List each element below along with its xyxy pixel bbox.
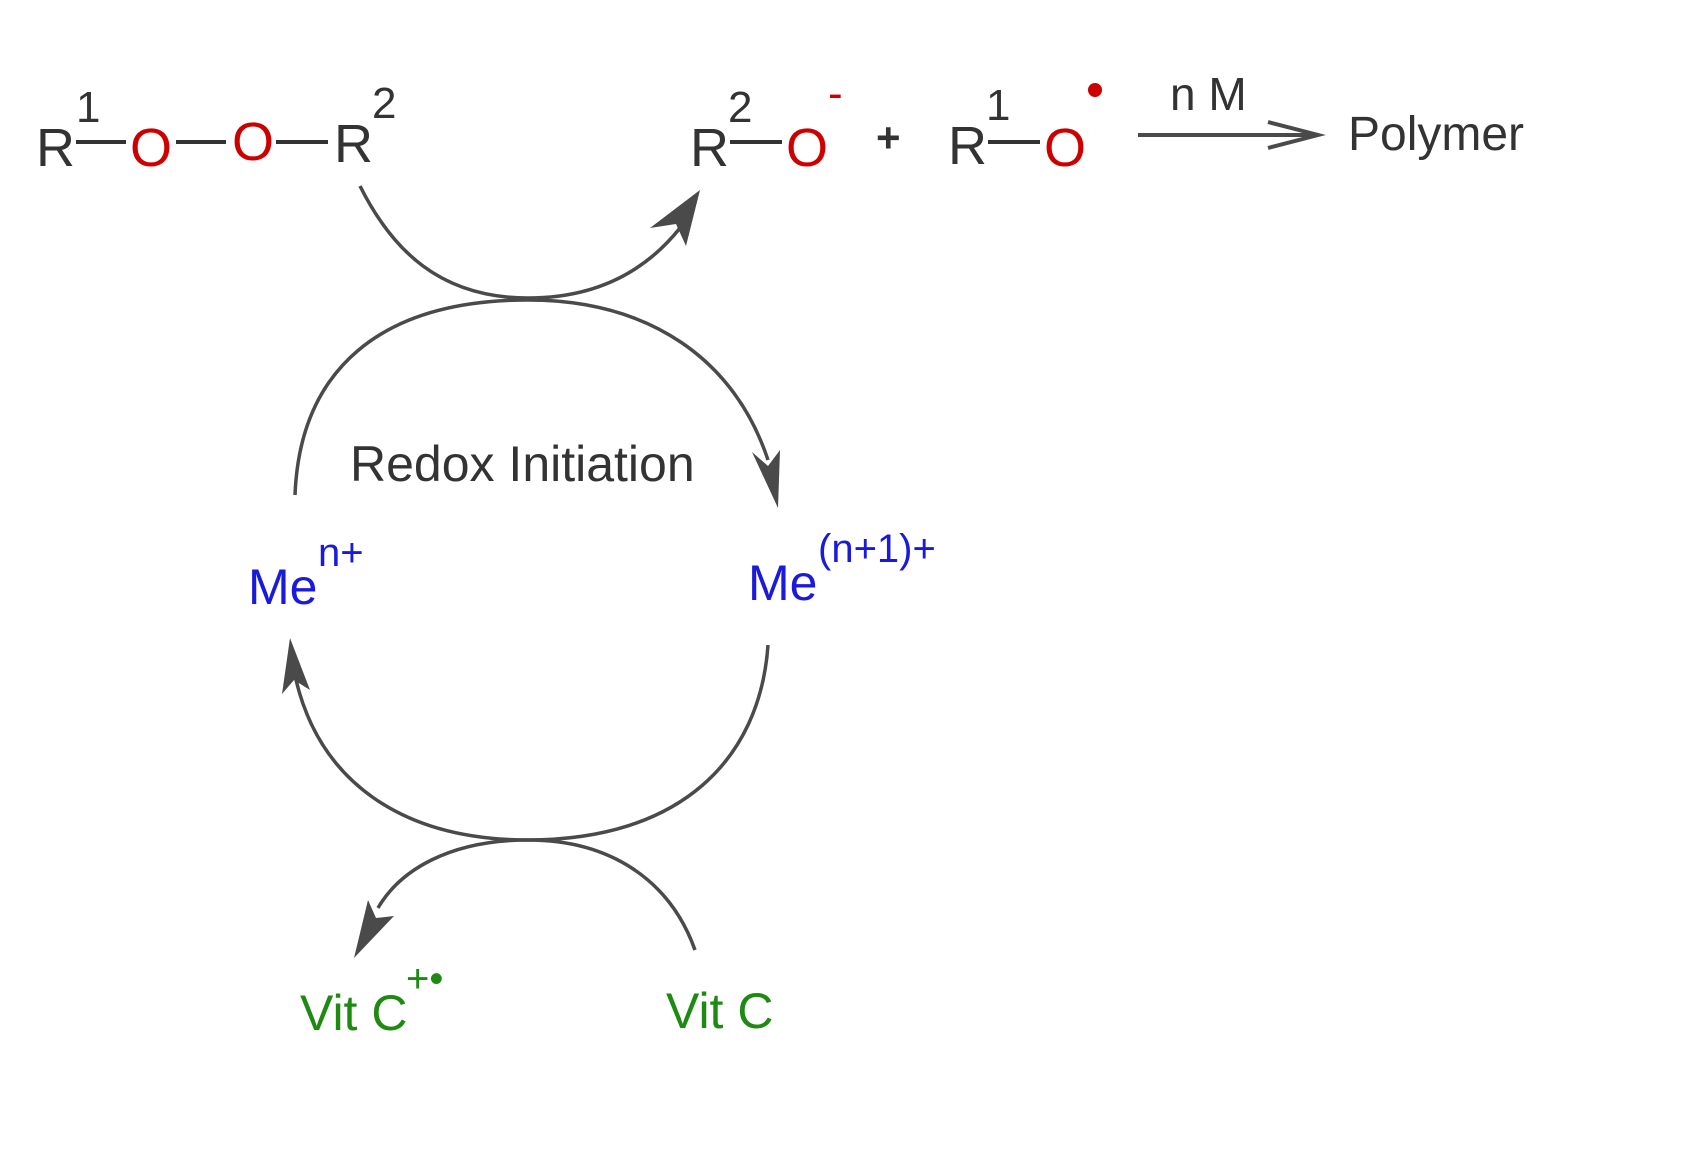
peroxide-to-anion-arc xyxy=(358,185,682,300)
monomer-label: n M xyxy=(1170,68,1247,120)
vitc-oxidized: Vit C +• xyxy=(300,957,443,1041)
r2-atom: R xyxy=(334,114,373,174)
anion-arrowhead xyxy=(650,190,700,246)
anion-charge: - xyxy=(828,69,843,118)
anion-r-superscript: 2 xyxy=(728,83,752,132)
metal-reduced-charge: n+ xyxy=(318,531,364,575)
oxygen-atom-2: O xyxy=(232,112,274,172)
radical-oxygen-atom: O xyxy=(1044,118,1086,178)
redox-upper-arc xyxy=(293,298,770,496)
metal-oxidized-charge: (n+1)+ xyxy=(818,527,936,571)
redox-lower-arc xyxy=(294,644,770,842)
metal-reduced: Me n+ xyxy=(248,531,364,615)
metal-oxidized: Me (n+1)+ xyxy=(748,527,936,611)
radical-dot xyxy=(1088,83,1102,97)
plus-sign: + xyxy=(876,114,901,161)
radical-r-superscript: 1 xyxy=(986,81,1010,130)
peroxide-reactant: R 1 O O R 2 xyxy=(36,79,396,178)
polymer-product: Polymer xyxy=(1348,108,1524,161)
metal-reduced-arrowhead xyxy=(282,638,310,694)
r2-superscript: 2 xyxy=(372,79,396,128)
alkoxide-anion: R 2 O - xyxy=(690,69,843,178)
vitc-arc xyxy=(376,838,697,951)
r1-atom: R xyxy=(36,118,75,178)
anion-oxygen-atom: O xyxy=(786,118,828,178)
r1-superscript: 1 xyxy=(76,83,100,132)
vitc-oxidized-charge: +• xyxy=(406,957,443,1001)
cycle-label: Redox Initiation xyxy=(350,436,695,492)
propagation-arrowhead xyxy=(1267,120,1326,150)
vitc-oxidized-arrowhead xyxy=(354,900,394,958)
metal-oxidized-arrowhead xyxy=(752,450,780,508)
oxygen-atom-1: O xyxy=(130,118,172,178)
metal-reduced-symbol: Me xyxy=(248,559,317,615)
metal-oxidized-symbol: Me xyxy=(748,555,817,611)
vitc-reduced: Vit C xyxy=(666,983,773,1039)
anion-r-atom: R xyxy=(690,118,729,178)
propagation-step: n M Polymer xyxy=(1138,68,1524,161)
vitc-oxidized-name: Vit C xyxy=(300,985,407,1041)
alkoxy-radical: R 1 O xyxy=(948,81,1102,178)
radical-r-atom: R xyxy=(948,116,987,176)
